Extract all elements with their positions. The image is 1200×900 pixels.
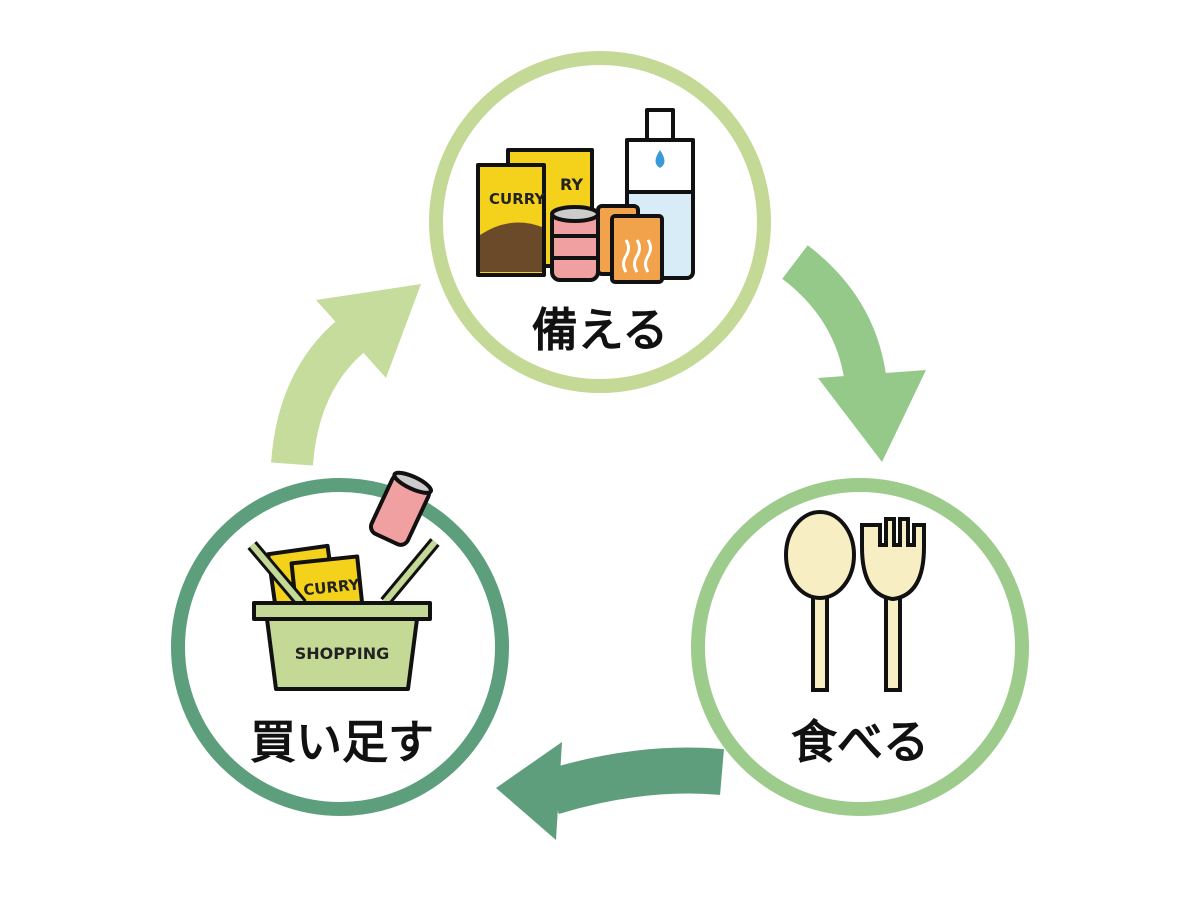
spoon-fork-icon bbox=[784, 510, 926, 692]
arrow-eat-to-buy bbox=[496, 742, 724, 840]
stockpile-food-water-icon: RY CURRY bbox=[476, 108, 695, 284]
arrow-prepare-to-eat bbox=[781, 245, 926, 462]
shopping-basket-icon: CURRY SHOPPING bbox=[247, 470, 440, 691]
svg-text:CURRY: CURRY bbox=[302, 575, 361, 599]
step-circle-eat bbox=[691, 478, 1029, 816]
step-label-eat: 食べる bbox=[791, 715, 929, 769]
svg-text:CURRY: CURRY bbox=[489, 190, 546, 208]
svg-text:SHOPPING: SHOPPING bbox=[295, 644, 389, 663]
arrow-buy-to-prepare bbox=[271, 284, 421, 466]
step-label-prepare: 備える bbox=[532, 303, 669, 357]
svg-text:RY: RY bbox=[560, 175, 583, 194]
step-label-buy: 買い足す bbox=[250, 715, 434, 769]
